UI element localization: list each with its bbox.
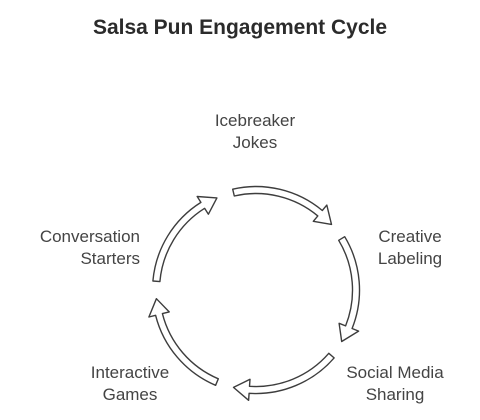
arrow-sharing-to-games — [232, 352, 335, 401]
step-label-creative-labeling: Creative Labeling — [360, 226, 460, 270]
cycle-arrows — [148, 185, 361, 401]
step-label-line: Sharing — [365, 385, 425, 404]
arrow-labeling-to-sharing — [338, 236, 361, 343]
step-label-social-media-sharing: Social Media Sharing — [325, 362, 465, 406]
arrow-games-to-starters — [148, 298, 219, 386]
step-label-line: Interactive — [90, 363, 170, 382]
step-label-line: Jokes — [232, 133, 278, 152]
step-label-line: Games — [102, 385, 158, 404]
arrow-starters-to-jokes — [152, 195, 218, 283]
step-label-line: Labeling — [377, 249, 443, 268]
step-label-line: Starters — [80, 249, 140, 268]
step-label-line: Creative — [378, 227, 442, 246]
step-label-line: Icebreaker — [214, 111, 296, 130]
arrow-jokes-to-labeling — [232, 185, 333, 226]
step-label-conversation-starters: Conversation Starters — [20, 226, 140, 270]
step-label-interactive-games: Interactive Games — [60, 362, 200, 406]
step-label-icebreaker-jokes: Icebreaker Jokes — [180, 110, 330, 154]
step-label-line: Social Media — [346, 363, 444, 382]
step-label-line: Conversation — [39, 227, 140, 246]
diagram-title: Salsa Pun Engagement Cycle — [92, 16, 388, 39]
